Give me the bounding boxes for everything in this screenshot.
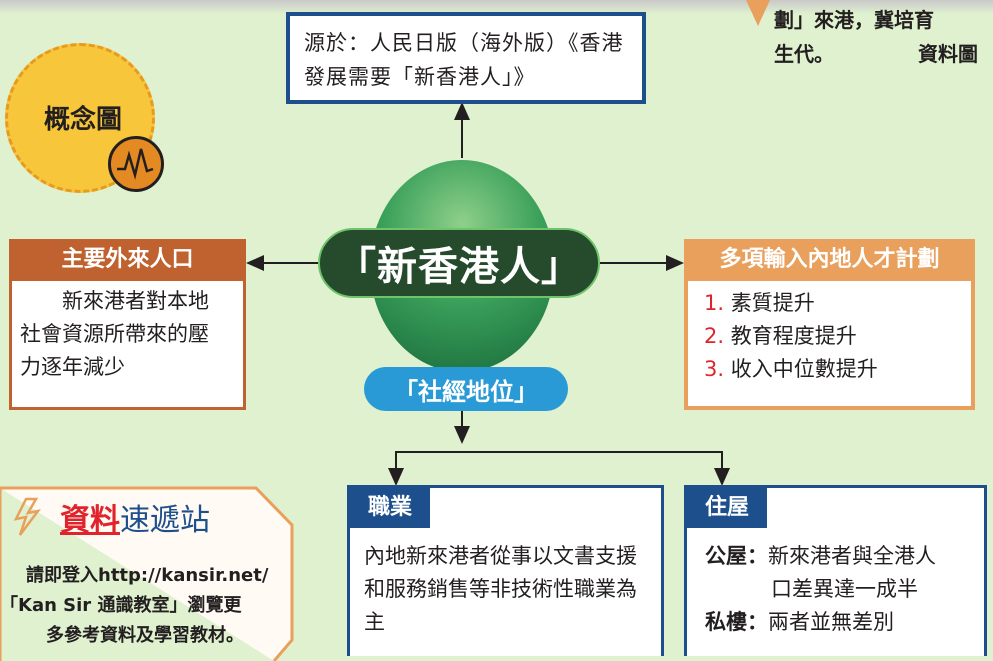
housing-public-row: 公屋：新來港者與全港人 (705, 544, 936, 568)
corner-note-flag (746, 0, 770, 26)
info-station-title: 資料速遞站 (60, 495, 210, 539)
right-card-list: 1. 素質提升 2. 教育程度提升 3. 收入中位數提升 (704, 287, 878, 386)
center-title: 「新香港人」 (318, 228, 600, 298)
list-item: 3. 收入中位數提升 (704, 357, 878, 381)
housing-private-row: 私樓：兩者並無差別 (705, 610, 894, 634)
occupation-card-header: 職業 (350, 488, 430, 528)
info-station-frame (0, 486, 294, 661)
corner-note-credit: 資料圖 (918, 42, 978, 66)
source-box: 源於：人民日版（海外版）《香港發展需要「新香港人」》 (286, 12, 646, 104)
housing-card: 住屋 公屋：新來港者與全港人 口差異達一成半 私樓：兩者並無差別 (684, 485, 987, 656)
list-item: 2. 教育程度提升 (704, 324, 857, 348)
occupation-card: 職業 內地新來港者從事以文書支援和服務銷售等非技術性職業為主 (347, 485, 664, 656)
info-station-panel: 資料速遞站 請即登入http://kansir.net/ 「Kan Sir 通識… (0, 485, 296, 661)
sub-label-pill: 「社經地位」 (364, 367, 568, 411)
right-card-header: 多項輸入內地人才計劃 (684, 239, 975, 281)
source-text: 源於：人民日版（海外版）《香港發展需要「新香港人」》 (304, 31, 624, 89)
info-station-title-red: 資料 (60, 503, 120, 538)
badge-label: 概念圖 (44, 105, 123, 135)
left-card-body: 新來港者對本地社會資源所帶來的壓力逐年減少 (20, 289, 209, 379)
corner-note-line1: 劃」來港，冀培育 (774, 8, 934, 32)
housing-card-header: 住屋 (687, 488, 767, 528)
info-station-line3: 多參考資料及學習教材。 (46, 625, 244, 646)
top-banner-strip (0, 0, 993, 14)
info-station-title-rest: 速遞站 (120, 503, 210, 538)
occupation-card-body: 內地新來港者從事以文書支援和服務銷售等非技術性職業為主 (364, 544, 637, 634)
list-item: 1. 素質提升 (704, 291, 815, 315)
info-station-text: 請即登入http://kansir.net/ 「Kan Sir 通識教室」瀏覽更… (0, 561, 290, 651)
center-title-text: 「新香港人」 (336, 244, 582, 290)
info-station-line2: 「Kan Sir 通識教室」瀏覽更 (0, 595, 242, 616)
info-station-line1: 請即登入http://kansir.net/ (26, 565, 269, 586)
housing-public-row-2: 口差異達一成半 (771, 577, 918, 601)
housing-card-body: 公屋：新來港者與全港人 口差異達一成半 私樓：兩者並無差別 (705, 540, 985, 639)
right-card: 多項輸入內地人才計劃 1. 素質提升 2. 教育程度提升 3. 收入中位數提升 (684, 239, 975, 410)
branch-line (395, 451, 723, 476)
sub-label-text: 「社經地位」 (394, 377, 538, 406)
lightning-icon (12, 497, 42, 541)
concept-map-badge: 概念圖 (5, 43, 164, 193)
waveform-icon (108, 136, 164, 192)
corner-note: 劃」來港，冀培育 生代。 資料圖 (744, 0, 993, 82)
corner-note-line2: 生代。 (774, 42, 834, 66)
left-card-header: 主要外來人口 (9, 239, 246, 281)
left-card: 主要外來人口 新來港者對本地社會資源所帶來的壓力逐年減少 (9, 239, 246, 410)
